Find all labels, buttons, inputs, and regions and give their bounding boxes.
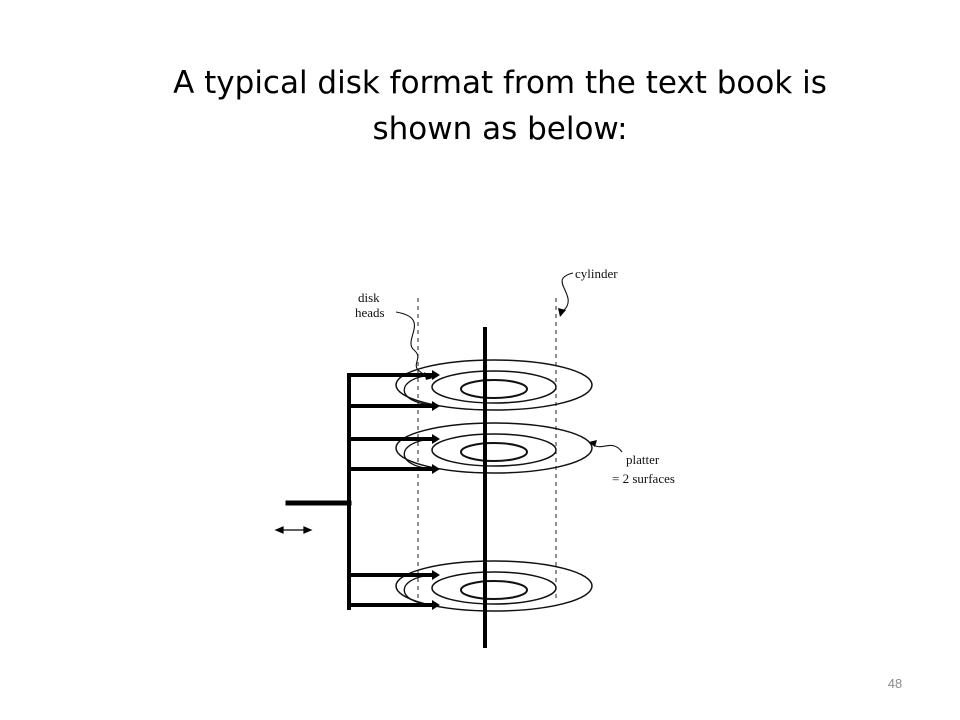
platter-bottom-inner-ring — [460, 580, 528, 600]
cylinder-pointer-curve — [561, 272, 574, 313]
disk-head-tips — [432, 370, 440, 610]
head-tip-6 — [432, 600, 440, 610]
head-tip-2 — [432, 401, 440, 411]
cylinder-pointer-tip — [558, 308, 566, 317]
diagram-labels: cylinder disk heads platter = 2 surfaces — [355, 266, 675, 486]
platter-pointer-curve — [591, 443, 623, 453]
head-tip-1 — [432, 370, 440, 380]
cylinder-boundary-lines — [417, 298, 557, 600]
platter-middle-middle-ring — [431, 433, 557, 467]
platter-bottom — [395, 560, 593, 612]
platter-top-outer-ring — [395, 359, 593, 411]
disk-heads-label-line1: disk — [358, 290, 380, 305]
platter-bottom-middle-ring — [431, 571, 557, 605]
platter-top — [395, 359, 593, 411]
slide-number: 48 — [887, 676, 903, 691]
motion-arrow-left-head — [274, 526, 284, 534]
disk-heads-pointer-curve — [395, 311, 429, 377]
actuator-assembly — [285, 373, 435, 610]
platter-middle-outer-ring — [395, 422, 593, 474]
label-pointers — [395, 272, 623, 453]
motion-arrow-right-head — [303, 526, 313, 534]
head-tip-5 — [432, 570, 440, 580]
platter-top-inner-ring — [460, 379, 528, 399]
platter-middle — [395, 422, 593, 474]
disk-heads-pointer-tip — [424, 372, 433, 380]
platter-pointer-tip — [589, 440, 597, 447]
label-pointer-tips — [424, 308, 597, 447]
platter-label-line1: platter — [626, 452, 660, 467]
platter-middle-inner-ring — [460, 442, 528, 462]
disk-heads-label-line2: heads — [355, 305, 385, 320]
head-tip-4 — [432, 464, 440, 474]
platter-label-line2: = 2 surfaces — [612, 471, 675, 486]
cylinder-label: cylinder — [575, 266, 618, 281]
platter-bottom-outer-ring — [395, 560, 593, 612]
slide-title: A typical disk format from the text book… — [173, 65, 827, 147]
platter-top-middle-ring — [431, 370, 557, 404]
actuator-motion-arrow — [274, 526, 313, 534]
head-tip-3 — [432, 434, 440, 444]
